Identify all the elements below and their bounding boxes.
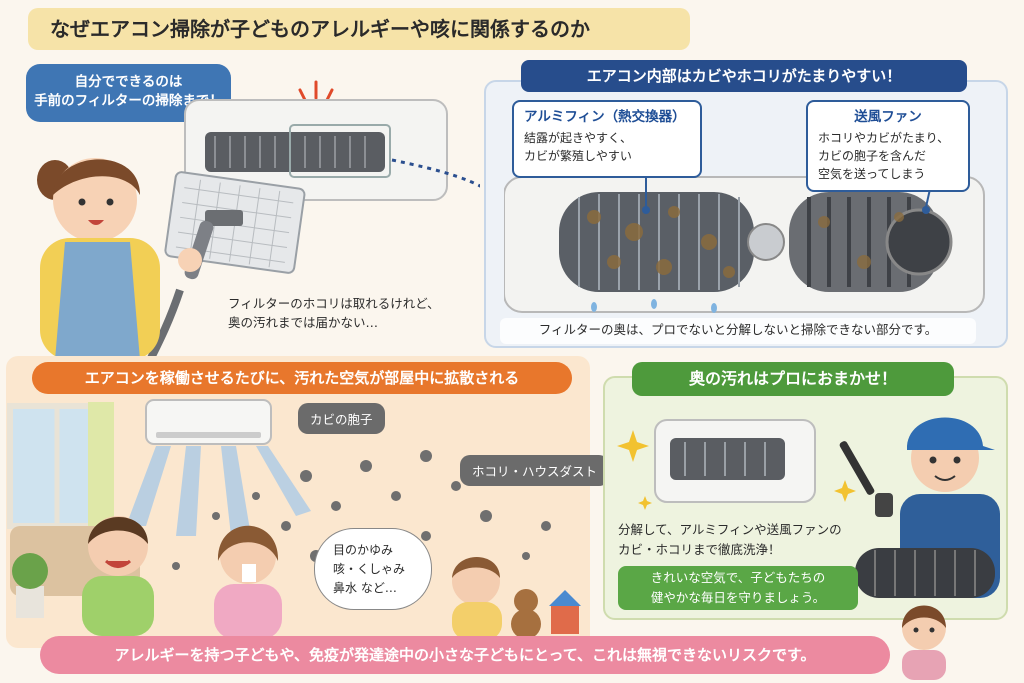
pro-description-line-2: カビ・ホコリまで徹底洗浄！	[618, 542, 781, 557]
self-cleaning-bubble: 自分でできるのは 手前のフィルターの掃除まで！	[26, 64, 231, 132]
condensation-drips	[591, 299, 717, 313]
filter-caption: フィルターのホコリは取れるけれど、 奥の汚れまでは届かない…	[222, 292, 446, 334]
pro-description: 分解して、アルミフィンや送風ファンの カビ・ホコリまで徹底洗浄！	[618, 520, 868, 560]
spray-gun	[839, 441, 893, 517]
airflow-lines	[126, 446, 311, 536]
spread-panel	[6, 356, 590, 648]
window	[7, 402, 114, 537]
air-conditioner-unit	[184, 99, 448, 201]
cleaned-fan-roll	[855, 548, 995, 598]
pro-air-conditioner	[654, 419, 816, 503]
pro-description-line-1: 分解して、アルミフィンや送風ファンの	[618, 522, 842, 537]
filter-caption-line-2: 奥の汚れまでは届かない…	[228, 315, 379, 330]
professional-header: 奥の汚れはプロにおまかせ！	[632, 362, 954, 396]
room-air-conditioner	[145, 399, 272, 445]
blower-fan-callout: 送風ファン ホコリやカビがたまり、 カビの胞子を含んだ 空気を送ってしまう	[806, 100, 970, 192]
spread-header: エアコンを稼働させるたびに、汚れた空気が部屋中に拡散される	[32, 362, 572, 394]
blower-fan	[789, 192, 953, 292]
sparkle-icons	[617, 430, 856, 510]
aluminum-fin-callout: アルミフィン（熱交換器） 結露が起きやすく、 カビが繁殖しやすい	[512, 100, 702, 178]
fin-callout-line-1: 結露が起きやすく、	[524, 131, 633, 145]
toy-block-house	[549, 590, 581, 634]
house-dust-tag: ホコリ・ハウスダスト	[460, 455, 610, 486]
page-title: なぜエアコン掃除が子どものアレルギーや咳に関係するのか	[28, 8, 690, 50]
self-bubble-line-2: 手前のフィルターの掃除まで！	[34, 93, 223, 109]
room-illustration	[7, 399, 581, 640]
symptom-runny-nose: 鼻水 など…	[333, 581, 397, 595]
clean-air-line-1: きれいな空気で、子どもたちの	[650, 570, 826, 585]
self-bubble-line-1: 自分でできるのは	[74, 74, 183, 90]
potted-plant	[12, 553, 48, 618]
sneezing-girl	[214, 525, 282, 639]
professional-illustration	[617, 417, 1000, 598]
mother-figure	[37, 158, 202, 360]
dotted-arrow	[391, 158, 480, 188]
clean-air-message: きれいな空気で、子どもたちの 健やかな毎日を守りましょう。	[618, 566, 858, 610]
inside-ac-note: フィルターの奥は、プロでないと分解しないと掃除できない部分です。	[500, 318, 976, 344]
symptom-itchy-eyes: 目のかゆみ	[333, 543, 394, 557]
clean-air-line-2: 健やかな毎日を守りましょう。	[650, 590, 826, 605]
filter-caption-line-1: フィルターのホコリは取れるけれど、	[228, 296, 440, 311]
risk-warning-bar: アレルギーを持つ子どもや、免疫が発達途中の小さな子どもにとって、これは無視できな…	[40, 636, 890, 674]
heat-exchanger-fin	[559, 192, 785, 292]
ac-interior-illustration	[504, 176, 985, 313]
baby	[452, 557, 502, 640]
symptom-cough-sneeze: 咳・くしゃみ	[333, 562, 406, 576]
teddy-bear	[511, 589, 541, 639]
inside-ac-header: エアコン内部はカビやホコリがたまりやすい！	[521, 60, 967, 92]
crying-child	[82, 516, 154, 636]
fan-callout-line-1: ホコリやカビがたまり、	[818, 131, 950, 145]
fan-callout-line-2: カビの胞子を含んだ	[818, 149, 927, 163]
fin-callout-line-2: カビが繁殖しやすい	[524, 149, 632, 163]
mother-cleaning-illustration	[37, 80, 480, 360]
worried-mother-illustration	[902, 605, 946, 680]
symptoms-bubble: 目のかゆみ 咳・くしゃみ 鼻水 など…	[314, 528, 432, 610]
fin-callout-title: アルミフィン（熱交換器）	[524, 109, 686, 125]
fan-callout-line-3: 空気を送ってしまう	[818, 167, 926, 181]
fan-callout-title: 送風ファン	[854, 109, 922, 125]
mold-spores-tag: カビの胞子	[298, 403, 385, 434]
